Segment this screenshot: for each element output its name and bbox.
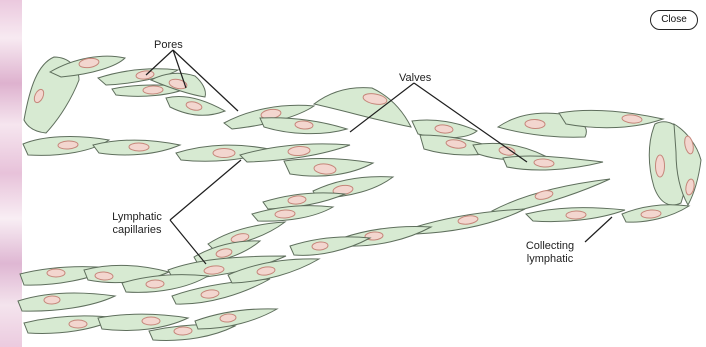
lymphatic-capillaries-label: Lymphatic capillaries xyxy=(96,211,178,237)
cell-nucleus xyxy=(47,269,65,277)
cell-nucleus xyxy=(525,119,545,129)
valves-label: Valves xyxy=(399,72,431,85)
lymphatic-capillaries-label-line-1: Lymphatic xyxy=(96,211,178,224)
collecting-lymphatic-label-line-1: Collecting xyxy=(510,240,590,253)
endothelial-cell xyxy=(314,88,411,127)
cell-nucleus xyxy=(146,280,164,289)
pores-label: Pores xyxy=(154,39,183,52)
cell-nucleus xyxy=(656,155,665,177)
cell-nucleus xyxy=(143,86,163,95)
cell-nucleus xyxy=(142,317,160,325)
middle-capillary-cell-group xyxy=(23,137,393,280)
cell-nucleus xyxy=(69,320,87,328)
endothelial-cell xyxy=(18,293,115,311)
cell-nucleus xyxy=(566,211,586,220)
cell-nucleus xyxy=(129,143,149,151)
cell-nucleus xyxy=(44,296,60,305)
collecting-lymphatic-label-line-2: lymphatic xyxy=(510,253,590,266)
cell-nucleus xyxy=(213,149,235,158)
collecting-lymphatic-label: Collecting lymphatic xyxy=(510,240,590,266)
cell-nucleus xyxy=(174,327,192,336)
lymphatic-capillaries-label-line-2: capillaries xyxy=(96,224,178,237)
close-button[interactable]: Close xyxy=(650,10,698,30)
endothelial-cell xyxy=(559,110,663,127)
collecting-lymphatic-leader-line xyxy=(585,217,612,242)
